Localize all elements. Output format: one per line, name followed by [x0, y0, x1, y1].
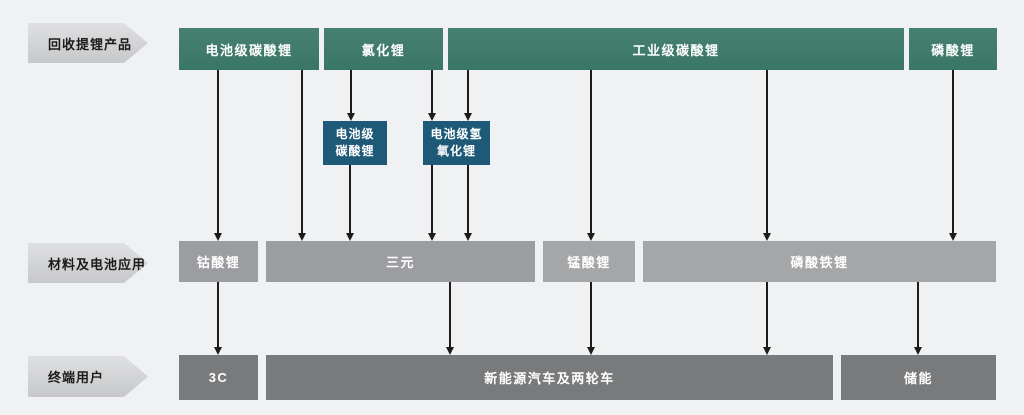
box-intermediate-battery-grade-lithium-hydroxide: 电池级氢氧化锂 — [423, 121, 490, 165]
row-label-end-users: 终端用户 — [28, 356, 148, 397]
connector-line — [467, 165, 469, 234]
connector-line — [431, 165, 433, 234]
arrow-down-icon — [213, 347, 222, 355]
connector-line — [431, 70, 433, 114]
connector-line — [766, 282, 768, 348]
connector-line — [301, 70, 303, 234]
box-ternary: 三元 — [266, 241, 535, 282]
arrow-down-icon — [297, 233, 306, 241]
connector-line — [449, 282, 451, 348]
box-3c: 3C — [179, 355, 258, 400]
row-label-materials-battery-applications: 材料及电池应用 — [28, 243, 148, 283]
arrow-down-icon — [586, 233, 595, 241]
arrow-down-icon — [427, 233, 436, 241]
arrow-down-icon — [948, 233, 957, 241]
connector-line — [349, 165, 351, 234]
connector-line — [467, 70, 469, 114]
connector-line — [952, 70, 954, 234]
box-new-energy-vehicles-and-two-wheelers: 新能源汽车及两轮车 — [266, 355, 833, 400]
box-lithium-cobalt-oxide: 钴酸锂 — [179, 241, 258, 282]
arrow-down-icon — [586, 347, 595, 355]
connector-line — [217, 70, 219, 234]
arrow-down-icon — [346, 113, 355, 121]
box-lithium-chloride: 氯化锂 — [324, 28, 443, 70]
arrow-down-icon — [445, 347, 454, 355]
arrow-down-icon — [463, 113, 472, 121]
connector-line — [766, 70, 768, 234]
connector-line — [590, 70, 592, 234]
connector-line — [590, 282, 592, 348]
arrow-down-icon — [762, 233, 771, 241]
connector-line — [350, 70, 352, 114]
row-label-recycled-lithium-products: 回收提锂产品 — [28, 23, 148, 63]
box-lithium-iron-phosphate: 磷酸铁锂 — [643, 241, 996, 282]
box-energy-storage: 储能 — [841, 355, 996, 400]
box-battery-grade-lithium-carbonate: 电池级碳酸锂 — [179, 28, 319, 70]
arrow-down-icon — [463, 233, 472, 241]
arrow-down-icon — [427, 113, 436, 121]
box-industrial-grade-lithium-carbonate: 工业级碳酸锂 — [448, 28, 904, 70]
connector-line — [217, 282, 219, 348]
connector-line — [917, 282, 919, 348]
box-lithium-manganate: 锰酸锂 — [543, 241, 635, 282]
arrow-down-icon — [762, 347, 771, 355]
box-intermediate-battery-grade-lithium-carbonate: 电池级碳酸锂 — [323, 121, 387, 165]
box-lithium-phosphate: 磷酸锂 — [909, 28, 997, 70]
arrow-down-icon — [913, 347, 922, 355]
arrow-down-icon — [213, 233, 222, 241]
arrow-down-icon — [345, 233, 354, 241]
